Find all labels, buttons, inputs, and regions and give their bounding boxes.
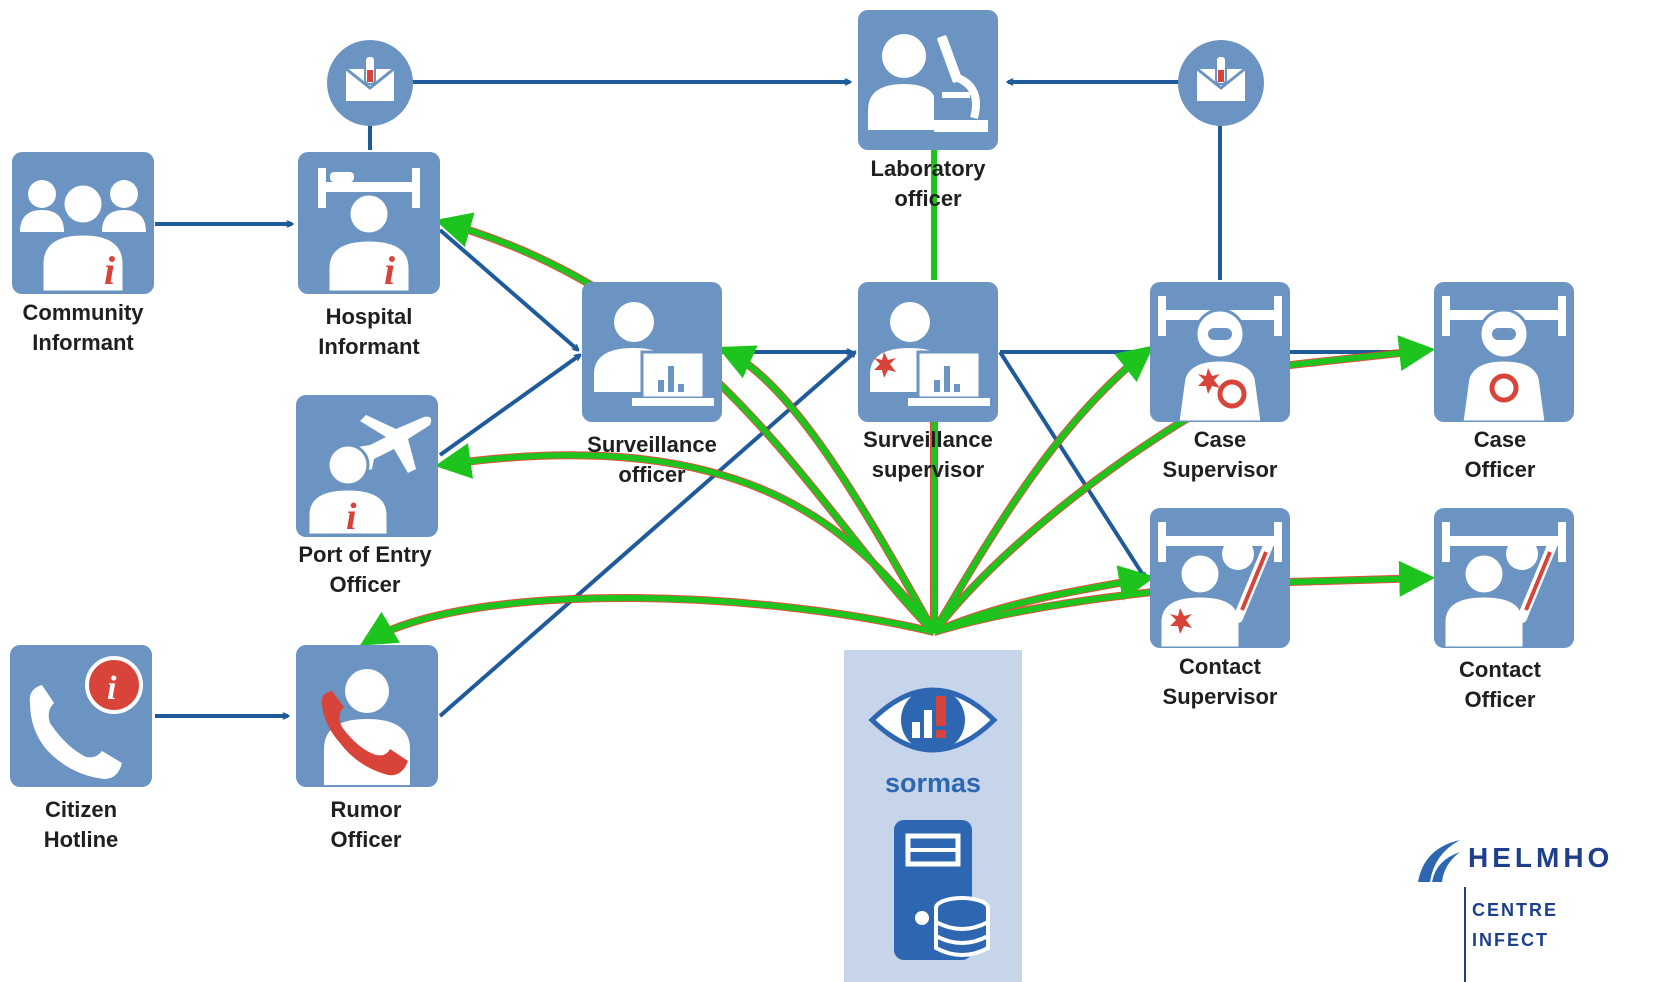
arrow-port-to-surveillance — [438, 355, 580, 457]
thermometer-alert-icon — [1158, 522, 1282, 648]
arrow-hospital-to-surveillance — [438, 228, 578, 350]
case-officer-node — [1434, 282, 1574, 422]
institution-line-1: CENTRE — [1472, 900, 1559, 920]
rumor-officer-node — [296, 645, 438, 787]
microscope-icon — [868, 33, 988, 132]
hospital-informant-node: i — [298, 152, 440, 294]
institution-logo: HELMHO CENTRE INFECT — [1412, 832, 1666, 982]
institution-line-2: INFECT — [1472, 930, 1549, 950]
biohazard-suit-alert-icon — [1158, 296, 1282, 422]
sync-to-surveillance-officer — [717, 345, 937, 634]
hospital-bed-info-icon: i — [318, 168, 420, 294]
sync-to-port — [434, 443, 937, 634]
sormas-eye-logo-icon — [868, 687, 998, 753]
phone-info-icon: i — [29, 656, 143, 779]
svg-text:i: i — [346, 496, 357, 537]
sync-to-case-supervisor — [931, 345, 1154, 634]
surveillance-officer-node — [582, 282, 722, 422]
sormas-server-panel: sormas — [844, 650, 1022, 982]
institution-name: HELMHO — [1468, 842, 1614, 873]
database-server-icon — [894, 820, 990, 960]
svg-text:i: i — [107, 670, 117, 707]
port-of-entry-node: i — [296, 395, 438, 537]
case-supervisor-node — [1150, 282, 1290, 422]
group-info-icon: i — [20, 180, 146, 294]
thermometer-icon — [1442, 522, 1566, 648]
contact-supervisor-node — [1150, 508, 1290, 648]
community-informant-node: i — [12, 152, 154, 294]
institution-logo-mark-icon — [1418, 840, 1460, 882]
svg-text:i: i — [384, 248, 395, 293]
arrow-supervisor-to-contact-supervisor — [998, 350, 1147, 578]
citizen-hotline-node: i — [10, 645, 152, 787]
biohazard-suit-icon — [1442, 296, 1566, 422]
contact-officer-node — [1434, 508, 1574, 648]
sample-envelope-right — [1178, 40, 1264, 126]
sync-to-rumor — [359, 595, 935, 646]
sample-route-left — [368, 82, 850, 150]
airplane-info-icon: i — [306, 415, 432, 537]
laboratory-officer-node — [858, 10, 998, 150]
surveillance-supervisor-node — [858, 282, 998, 422]
svg-text:i: i — [104, 248, 115, 293]
sormas-logo-text: sormas — [884, 768, 982, 798]
sample-envelope-icon — [1195, 55, 1247, 103]
laptop-chart-alert-icon — [870, 302, 990, 406]
sample-envelope-left — [327, 40, 413, 126]
institution-divider — [1464, 887, 1466, 982]
rumor-phone-icon — [321, 669, 410, 785]
laptop-chart-icon — [594, 302, 714, 406]
sample-envelope-icon — [344, 55, 396, 103]
arrow-rumor-to-supervisor — [438, 352, 855, 718]
